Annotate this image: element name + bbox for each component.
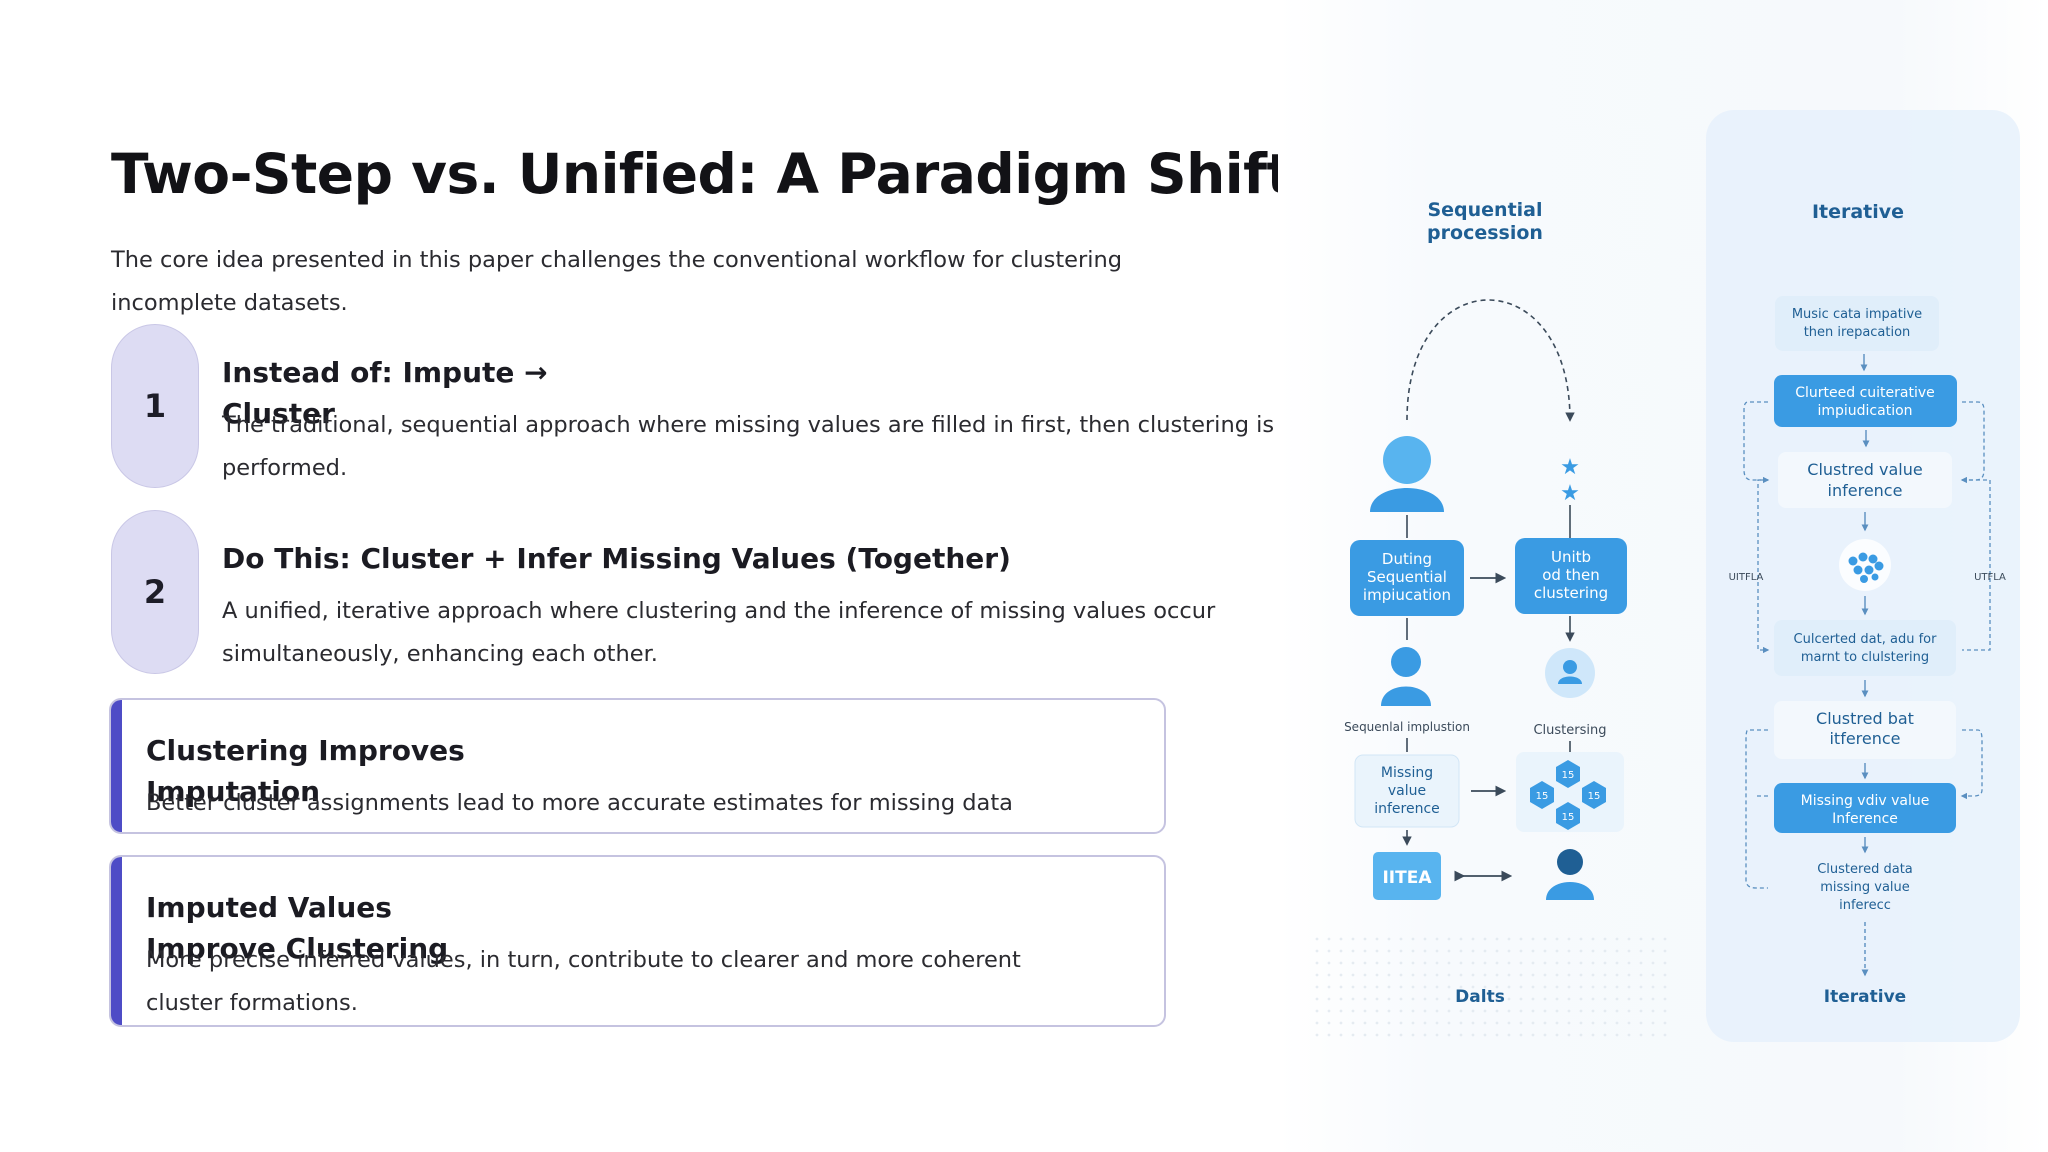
right-bottom-label: Iterative xyxy=(1824,987,1906,1007)
step-1: 1 Instead of: Impute → Cluster The tradi… xyxy=(111,324,1274,490)
star-icon: ★ xyxy=(1560,481,1580,506)
slide-content: Two-Step vs. Unified: A Paradigm Shift T… xyxy=(109,0,1293,1152)
hex-label: 15 xyxy=(1562,770,1575,781)
left-box-2-line: clustering xyxy=(1534,584,1608,602)
step-number-badge: 2 xyxy=(111,510,199,674)
right-item-line: inferecc xyxy=(1839,898,1891,913)
benefit-card-1: Clustering Improves Imputation Better cl… xyxy=(109,698,1166,834)
left-box-2-line: Unitb xyxy=(1551,548,1591,566)
user-circle-icon xyxy=(1545,648,1595,698)
right-item-line: Inference xyxy=(1832,811,1898,827)
person-icon xyxy=(1546,849,1594,900)
hex-label: 15 xyxy=(1536,791,1549,802)
step-number-badge: 1 xyxy=(111,324,199,488)
step-heading: Instead of: Impute → Cluster xyxy=(222,356,548,430)
hex-label: 15 xyxy=(1562,812,1575,823)
card-heading: Imputed Values Improve Clustering xyxy=(146,891,449,965)
card-accent-bar xyxy=(111,700,122,832)
missing-box-line: inference xyxy=(1374,801,1440,817)
left-box-2-line: od then xyxy=(1542,566,1600,584)
left-title-line2: procession xyxy=(1427,222,1543,244)
right-item-line: Clustred value xyxy=(1807,460,1922,479)
side-label-right: UTFLA xyxy=(1974,572,2006,583)
left-bottom-label: Dalts xyxy=(1455,987,1505,1007)
right-item-line: Clustred bat xyxy=(1816,709,1914,728)
process-comparison-illustration: Sequential procession Iterative ★ ★ Duti… xyxy=(1278,0,2048,1152)
right-item-line: Missing vdiv value xyxy=(1801,793,1930,809)
benefit-card-2: Imputed Values Improve Clustering More p… xyxy=(109,855,1166,1027)
side-label-left: UITFLA xyxy=(1729,572,1764,583)
dots-cluster-icon xyxy=(1839,539,1891,591)
right-item-line: itference xyxy=(1829,729,1900,748)
right-item-line: Clurteed cuiterative xyxy=(1795,385,1935,401)
left-box-1-line: Sequential xyxy=(1367,568,1447,586)
hex-label: 15 xyxy=(1588,791,1601,802)
right-caption: Clustersing xyxy=(1533,723,1606,738)
step-description: The traditional, sequential approach whe… xyxy=(222,412,1275,481)
right-title: Iterative xyxy=(1812,201,1904,223)
card-description: Better cluster assignments lead to more … xyxy=(146,790,1013,816)
right-item-line: marnt to clulstering xyxy=(1801,650,1929,665)
illustration-svg: Sequential procession Iterative ★ ★ Duti… xyxy=(1308,110,2020,1045)
left-box-1-line: impiucation xyxy=(1363,586,1451,604)
left-box-1-line: Duting xyxy=(1382,550,1432,568)
person-icon xyxy=(1370,436,1444,512)
left-title-line1: Sequential xyxy=(1427,199,1542,221)
iterative-flow: Music cata impative then irepacation Clu… xyxy=(1729,296,2006,1007)
star-icon: ★ xyxy=(1560,455,1580,480)
left-caption: Sequenlal implustion xyxy=(1344,720,1470,734)
step-description: A unified, iterative approach where clus… xyxy=(222,598,1216,667)
card-accent-bar xyxy=(111,857,122,1025)
right-item-line: Music cata impative xyxy=(1792,307,1922,322)
right-item-line: impiudication xyxy=(1817,403,1912,419)
right-item-line: Culcerted dat, adu for xyxy=(1794,632,1938,647)
step-heading: Do This: Cluster + Infer Missing Values … xyxy=(222,542,1011,575)
intro-text: The core idea presented in this paper ch… xyxy=(111,247,1123,316)
step-2: 2 Do This: Cluster + Infer Missing Value… xyxy=(111,510,1215,676)
card-description: More precise inferred values, in turn, c… xyxy=(146,947,1021,1016)
itea-label: IITEA xyxy=(1382,868,1432,888)
right-item-line: then irepacation xyxy=(1804,325,1911,340)
user-icon xyxy=(1381,647,1431,706)
missing-box-line: Missing xyxy=(1381,765,1433,781)
missing-box-line: value xyxy=(1388,783,1426,799)
hex-cluster-icon: 15 15 15 15 xyxy=(1530,760,1606,830)
page-title: Two-Step vs. Unified: A Paradigm Shift xyxy=(111,142,1293,206)
right-item-line: missing value xyxy=(1820,880,1910,895)
right-item-line: Clustered data xyxy=(1817,862,1913,877)
right-item-line: inference xyxy=(1828,481,1903,500)
card-heading: Clustering Improves Imputation xyxy=(146,734,465,808)
